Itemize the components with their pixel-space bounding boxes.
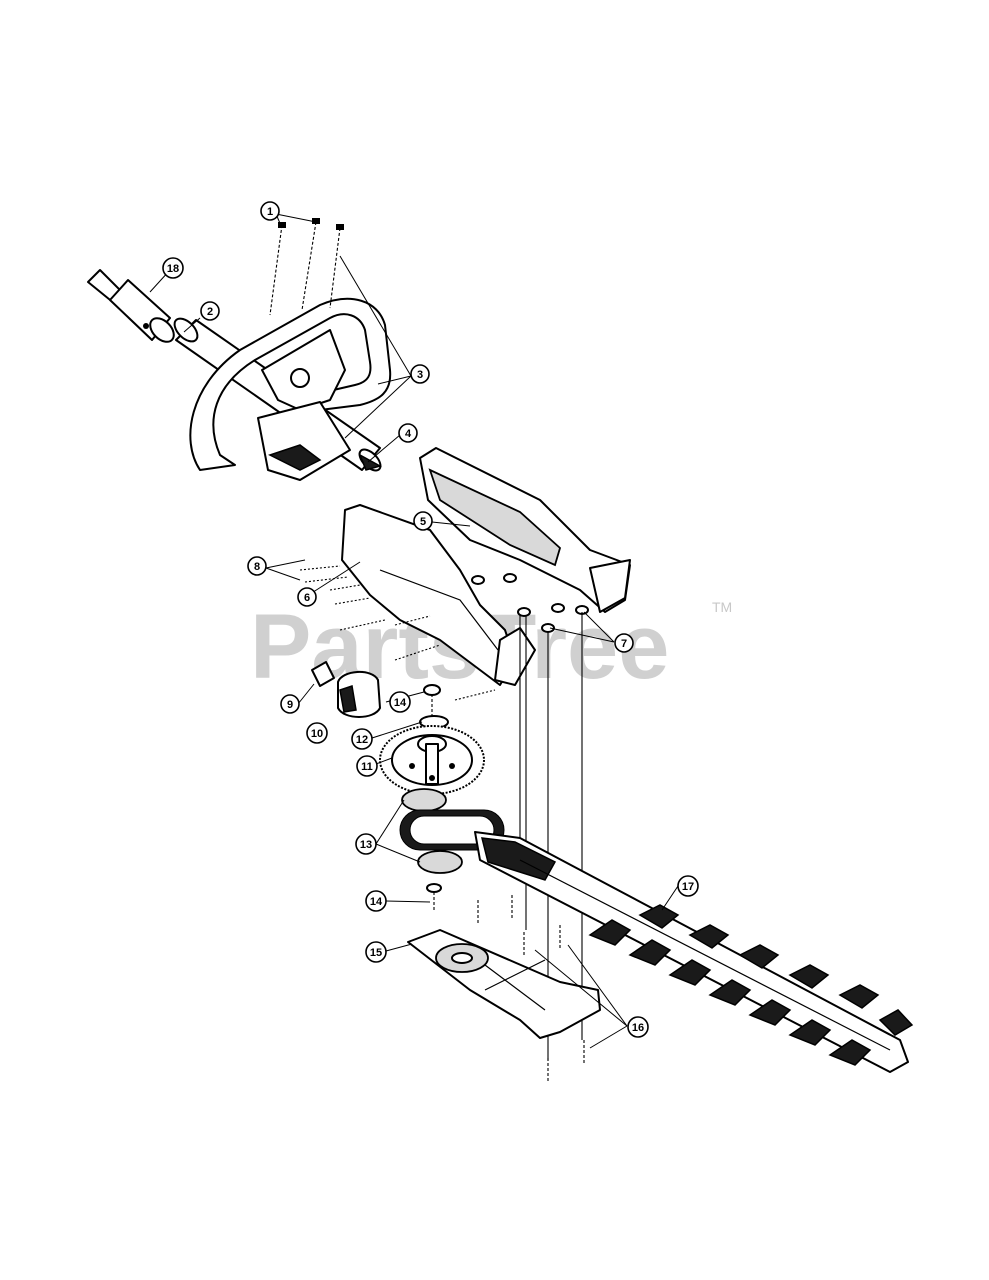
callout-10[interactable]: 10 (306, 722, 328, 744)
callout-18[interactable]: 18 (162, 257, 184, 279)
callout-12[interactable]: 12 (351, 728, 373, 750)
callout-4[interactable]: 4 (398, 423, 418, 443)
part-9-bushing[interactable] (311, 661, 335, 687)
svg-text:9: 9 (287, 699, 293, 711)
blade-teeth (588, 904, 914, 1066)
svg-text:10: 10 (311, 728, 323, 740)
part-14-screw-lower[interactable] (426, 883, 513, 924)
callout-6[interactable]: 6 (297, 587, 317, 607)
svg-text:8: 8 (254, 561, 260, 573)
part-17-blade[interactable] (474, 831, 914, 1073)
part-18-tube-end[interactable] (87, 269, 178, 346)
part-6-housing-lower[interactable] (341, 504, 536, 686)
part-14-screw-upper[interactable] (423, 684, 441, 720)
svg-text:3: 3 (417, 369, 423, 381)
callout-9[interactable]: 9 (280, 694, 300, 714)
svg-text:1: 1 (267, 206, 273, 218)
svg-text:18: 18 (167, 263, 179, 275)
svg-text:11: 11 (361, 761, 373, 773)
callout-5[interactable]: 5 (413, 511, 433, 531)
callout-11[interactable]: 11 (356, 755, 378, 777)
callout-14-upper[interactable]: 14 (389, 691, 411, 713)
svg-text:12: 12 (356, 734, 368, 746)
part-3-loop-handle[interactable] (189, 297, 392, 481)
part-10-pinion-gear[interactable] (337, 671, 381, 718)
part-16-screws[interactable] (523, 925, 585, 1082)
svg-text:2: 2 (207, 306, 213, 318)
callout-2[interactable]: 2 (200, 301, 220, 321)
svg-text:14: 14 (394, 697, 407, 709)
svg-text:15: 15 (370, 947, 382, 959)
callout-16[interactable]: 16 (627, 1016, 649, 1038)
watermark-tm: TM (712, 599, 732, 615)
svg-text:7: 7 (621, 638, 627, 650)
part-11-main-gear[interactable] (379, 725, 485, 795)
part-8-housing-screws[interactable] (299, 565, 496, 701)
svg-text:14: 14 (370, 896, 383, 908)
svg-text:17: 17 (682, 881, 694, 893)
callout-13[interactable]: 13 (355, 833, 377, 855)
callout-3[interactable]: 3 (410, 364, 430, 384)
part-5-housing-upper[interactable] (419, 447, 631, 613)
leader-lines (149, 213, 679, 1049)
part-1-screws[interactable] (269, 218, 344, 316)
svg-text:5: 5 (420, 516, 426, 528)
callout-17[interactable]: 17 (677, 875, 699, 897)
svg-text:6: 6 (304, 592, 310, 604)
svg-text:16: 16 (632, 1022, 644, 1034)
svg-text:4: 4 (405, 428, 412, 440)
callout-14-lower[interactable]: 14 (365, 890, 387, 912)
callout-15[interactable]: 15 (365, 941, 387, 963)
callout-1[interactable]: 1 (260, 201, 280, 221)
callout-7[interactable]: 7 (614, 633, 634, 653)
callout-8[interactable]: 8 (247, 556, 267, 576)
part-15-gear-cover[interactable] (407, 929, 601, 1039)
svg-text:13: 13 (360, 839, 372, 851)
